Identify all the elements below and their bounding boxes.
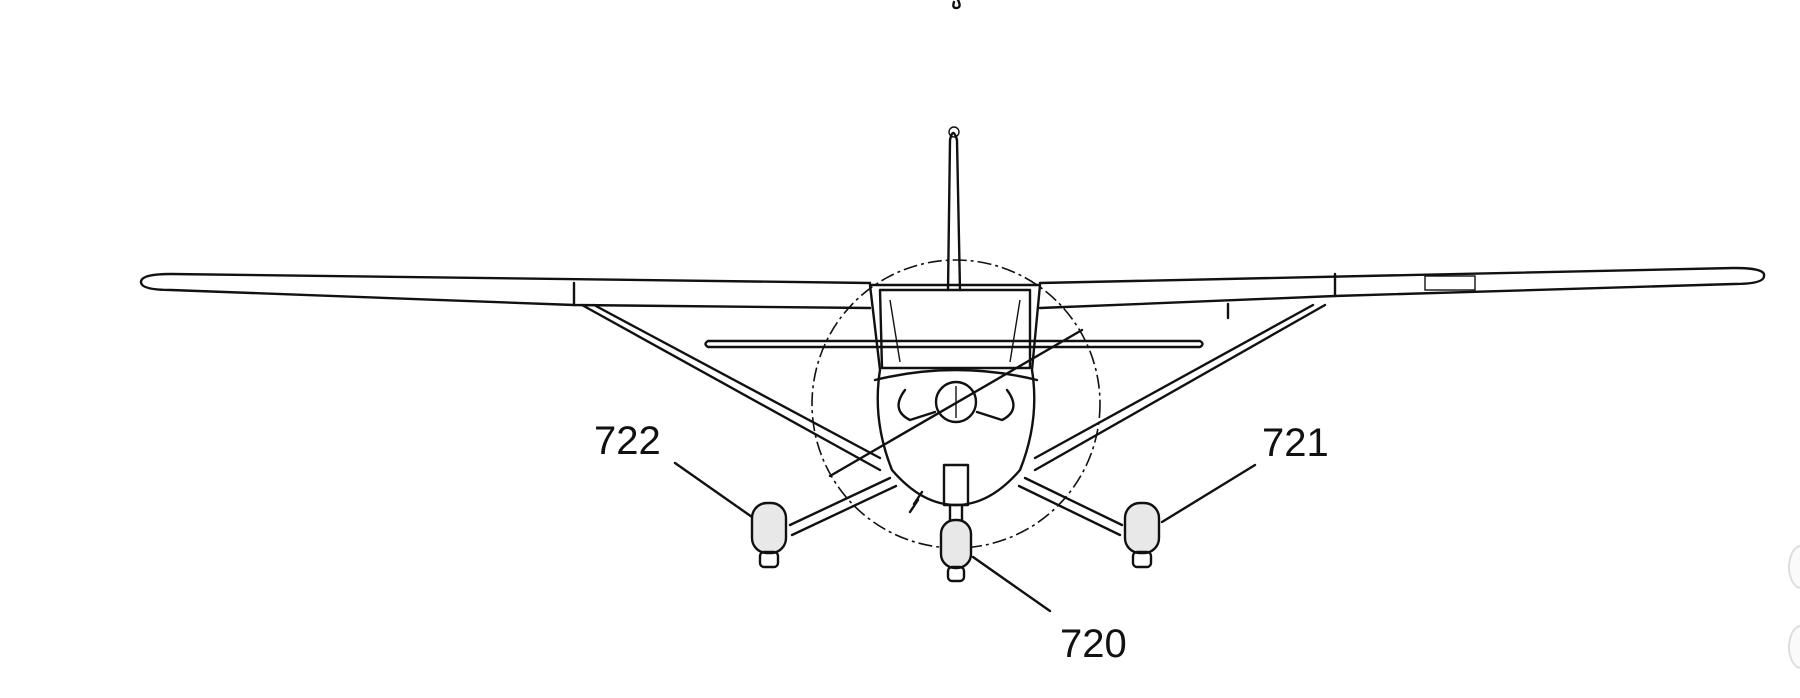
- landing-gear-legs: [788, 476, 1124, 537]
- vertical-fin: [946, 126, 962, 292]
- label-721: 721: [1262, 421, 1329, 465]
- label-722: 722: [594, 419, 661, 463]
- leader-line-722: [673, 461, 754, 519]
- leader-line-720: [971, 555, 1052, 613]
- leader-line-721: [1160, 463, 1257, 524]
- fuselage: [868, 283, 1042, 514]
- horizontal-stabilizer: [704, 339, 1204, 349]
- propeller-blade: [828, 328, 1084, 478]
- wing: [139, 266, 1766, 320]
- top-fragment: [952, 0, 961, 10]
- right-main-wheel: [1123, 501, 1161, 569]
- wing-struts: [580, 303, 1327, 472]
- left-main-wheel: [750, 501, 788, 569]
- label-720: 720: [1060, 622, 1127, 666]
- nose-wheel: [939, 518, 973, 583]
